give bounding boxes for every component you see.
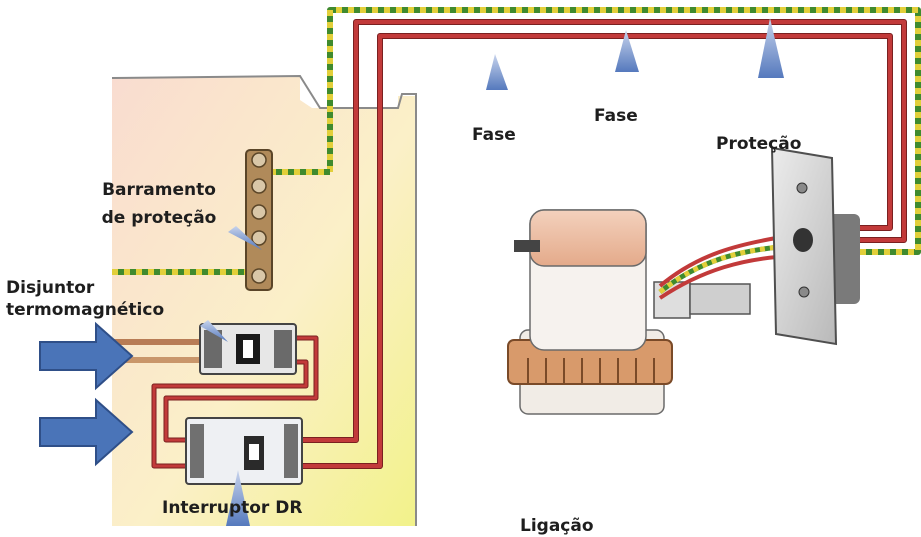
label-barramento-line1: Barramento [102, 180, 216, 200]
thermomagnetic-breaker [199, 323, 297, 375]
ground-wire [112, 7, 921, 275]
motor [507, 209, 751, 415]
pointer-fase-2 [615, 30, 639, 72]
wiring-diagram [39, 7, 921, 526]
label-disjuntor-line2: termomagnético [6, 300, 165, 320]
label-fase-2: Fase [594, 106, 638, 126]
phase-wire-outer [302, 19, 907, 443]
input-arrow-dr [39, 397, 134, 467]
pointer-interruptor-dr [226, 470, 250, 526]
pointer-fase-1 [486, 54, 508, 90]
pointer-protecao [758, 18, 784, 78]
label-disjuntor-line1: Disjuntor [6, 278, 95, 298]
input-arrow-breaker [39, 321, 134, 391]
breaker-to-dr-wires [151, 335, 319, 469]
distribution-panel [111, 74, 417, 526]
label-interruptor-dr: Interruptor DR [162, 498, 303, 518]
label-ligacao: Ligação [520, 516, 594, 536]
interruptor-dr [185, 417, 303, 485]
wall-plate [770, 146, 860, 346]
label-barramento-line2: de proteção [101, 208, 217, 228]
label-protecao: Proteção [716, 134, 802, 154]
pointer-disjuntor [200, 320, 228, 342]
protection-busbar [245, 149, 273, 291]
phase-wire-inner [302, 33, 893, 469]
pointer-barramento [228, 226, 262, 250]
label-fase-1: Fase [472, 125, 516, 145]
